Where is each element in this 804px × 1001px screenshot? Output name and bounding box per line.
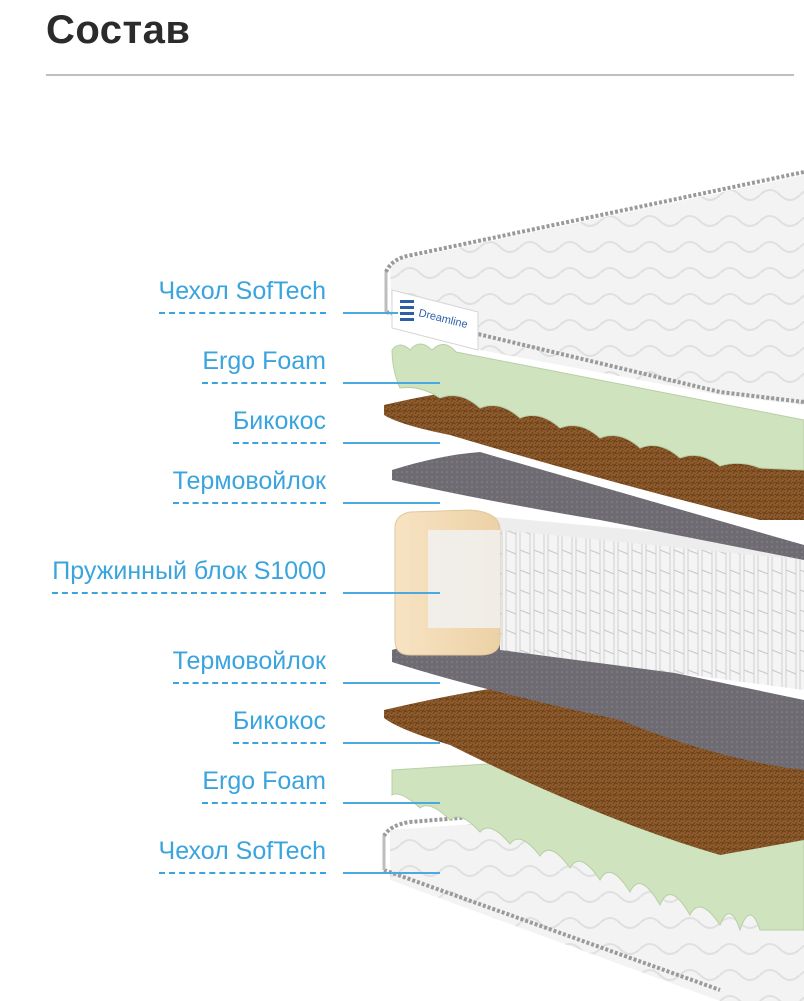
label-top-ergo-foam: Ergo Foam [202, 344, 326, 384]
top-foam-layer [391, 343, 804, 471]
page-title: Состав [46, 8, 191, 52]
label-bottom-bicocos: Бикокос [232, 704, 326, 744]
connector-bottom-ergo-foam [343, 802, 440, 804]
label-spring-block: Пружинный блок S1000 [52, 554, 326, 594]
label-top-bicocos: Бикокос [232, 404, 326, 444]
top-felt-layer [392, 452, 804, 560]
dreamline-logo-icon [400, 300, 414, 321]
label-top-thermofelt: Термовойлок [172, 464, 326, 504]
connector-bottom-thermofelt [343, 682, 440, 684]
label-top-cover: Чехол SofTech [158, 274, 326, 314]
bottom-felt-layer [392, 630, 804, 770]
top-cover-layer: Dreamline [384, 170, 804, 405]
label-bottom-ergo-foam: Ergo Foam [202, 764, 326, 804]
top-coconut-layer [384, 390, 804, 520]
connector-top-bicocos [343, 442, 440, 444]
bottom-coconut-layer [384, 685, 804, 855]
connector-top-ergo-foam [343, 382, 440, 384]
label-bottom-thermofelt: Термовойлок [172, 644, 326, 684]
connector-bottom-bicocos [343, 742, 440, 744]
spring-block-layer [394, 509, 804, 690]
title-divider [46, 74, 794, 76]
connector-bottom-cover [343, 872, 440, 874]
connector-spring-block [343, 592, 440, 594]
connector-top-thermofelt [343, 502, 440, 504]
connector-top-cover [343, 312, 398, 314]
label-bottom-cover: Чехол SofTech [158, 834, 326, 874]
